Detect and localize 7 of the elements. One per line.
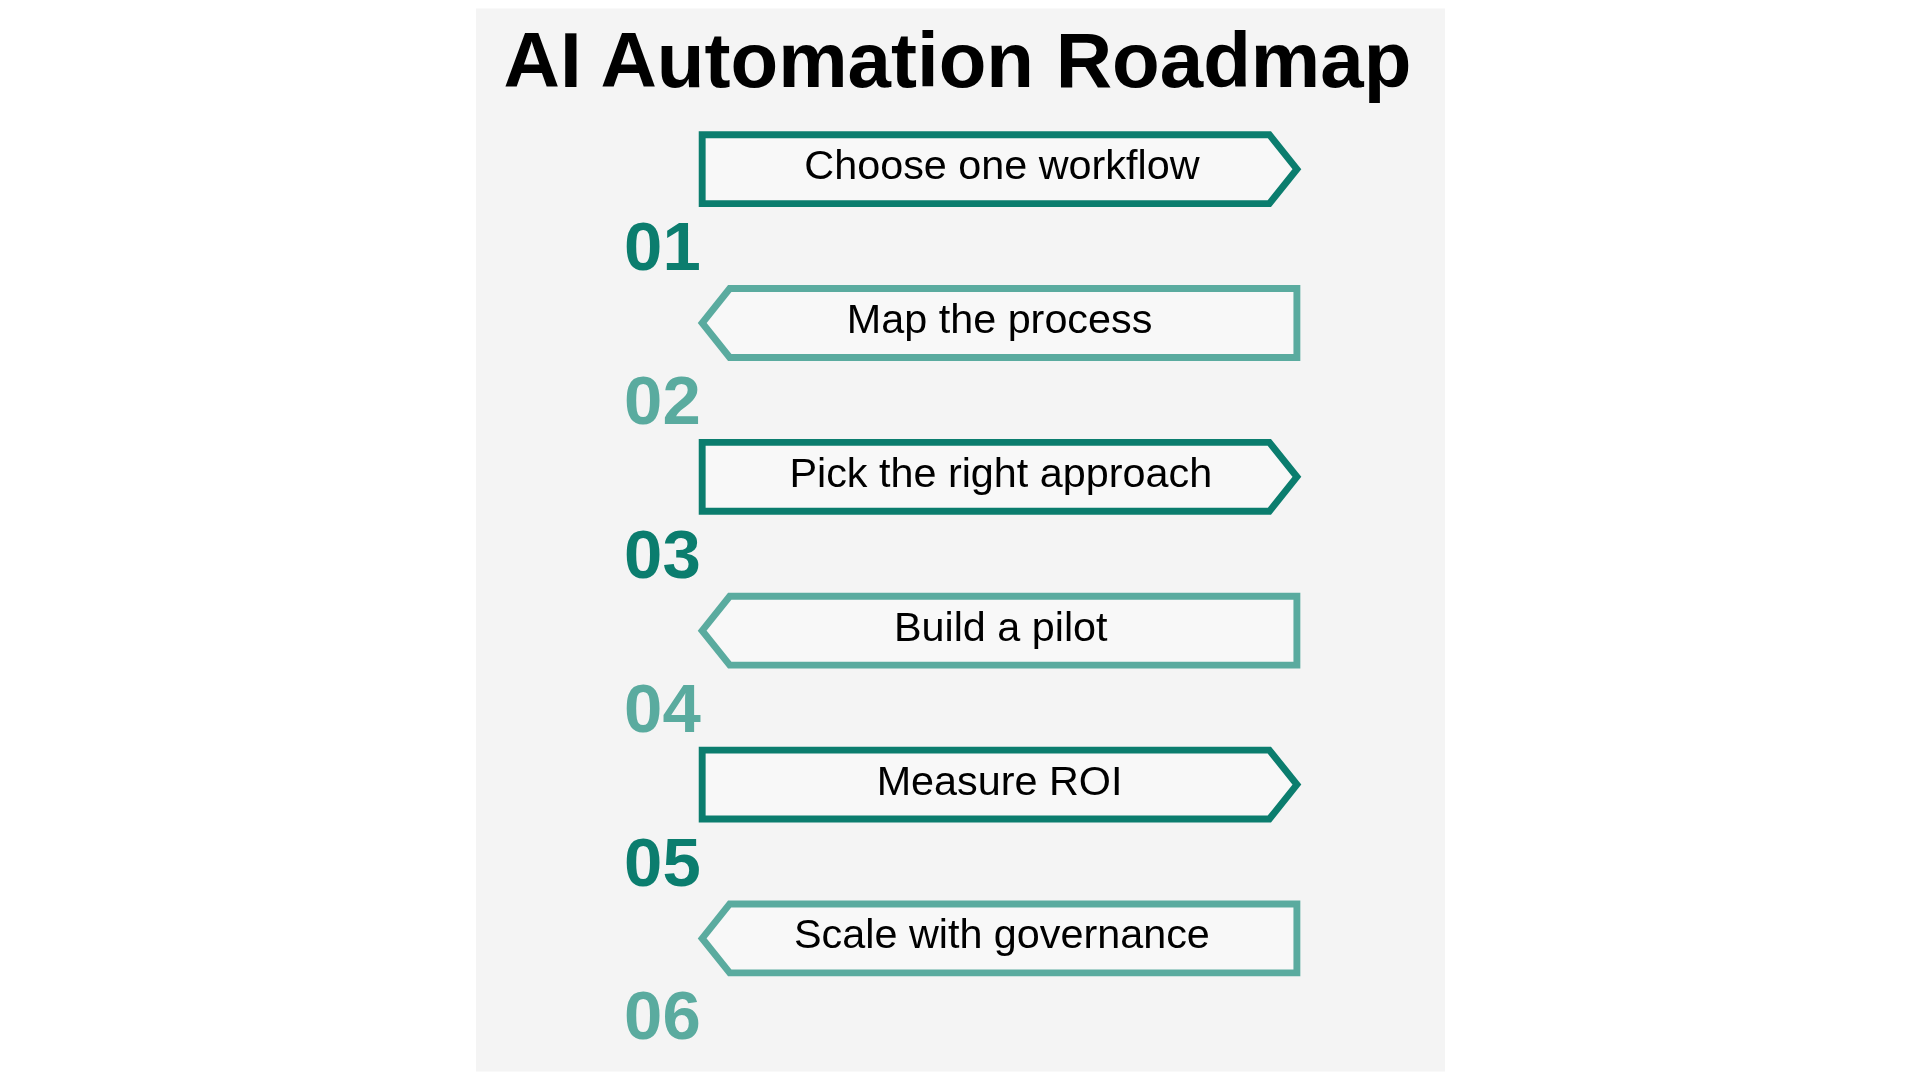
node-label: 04: [623, 669, 701, 747]
node-label: 03: [623, 515, 701, 593]
node-label: 05: [623, 823, 701, 901]
node-label: 01: [623, 208, 701, 286]
node-label: 02: [623, 362, 701, 440]
diagram-title: AI Automation Roadmap: [503, 15, 1411, 104]
node-label: 06: [623, 977, 701, 1055]
